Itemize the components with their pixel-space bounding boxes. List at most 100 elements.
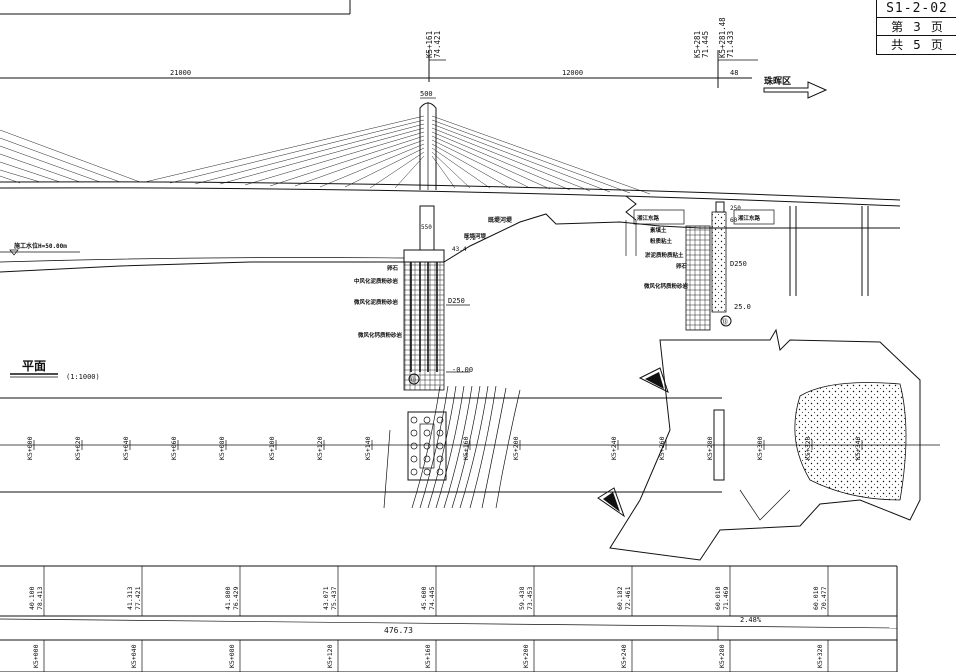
soil-layer-label: 中风化泥质粉砂岩 xyxy=(354,277,399,285)
ramp-symbol-bottom xyxy=(597,487,625,518)
plan-station-label: K5+240 xyxy=(610,436,618,460)
stay-cables-right xyxy=(431,115,651,195)
plan-station-label: K5+080 xyxy=(218,436,226,460)
pile-tip-elev-side: 25.0 xyxy=(734,303,751,311)
profile-station: K5+080 xyxy=(228,644,236,668)
plan-station-label: K5+140 xyxy=(364,436,372,460)
interchange-outline xyxy=(609,328,921,561)
title-block-page: 第 3 页 xyxy=(877,18,956,36)
title-block-total: 共 5 页 xyxy=(891,37,943,53)
plan-station-label: K5+040 xyxy=(122,436,130,460)
design-elevation: 73.453 xyxy=(526,586,534,610)
pier-width-label: 550 xyxy=(421,224,432,231)
profile-station: K5+200 xyxy=(522,644,530,668)
plan-station-label: K5+020 xyxy=(74,436,82,460)
side-pile xyxy=(711,211,727,313)
tower-width-label: 500 xyxy=(420,90,433,98)
profile-grade: 2.48% xyxy=(740,616,762,624)
pile-cap xyxy=(403,249,445,263)
soil-layer-label: 微风化钙质粉砂岩 xyxy=(357,331,403,339)
pile-dia-main: D250 xyxy=(448,297,465,305)
pier-plan xyxy=(419,423,435,469)
design-elevation: 71.469 xyxy=(722,586,730,610)
plan-view: 平面 (1:1000) xyxy=(0,328,940,561)
plan-station-labels: K5+000 K5+020 K5+040 K5+060 K5+080 K5+100 K5+1… xyxy=(26,436,863,460)
ground-elevation: 40.100 xyxy=(28,586,36,610)
profile-station: K5+320 xyxy=(816,644,824,668)
road-box xyxy=(633,209,685,225)
dim-250: 250 xyxy=(730,205,741,212)
water-level-label: 施工水位H=50.00m xyxy=(14,242,67,250)
title-block-drawing-no: S1-2-02 xyxy=(877,0,956,18)
profile-station: K5+160 xyxy=(424,644,432,668)
pile-plan-circles xyxy=(410,416,444,476)
expansion-joint-marker xyxy=(625,195,637,221)
plan-scale: (1:1000) xyxy=(66,373,100,381)
station-label-tower: K5+161 xyxy=(425,31,434,58)
plan-station-label: K5+300 xyxy=(756,436,764,460)
pier-number-circle-side xyxy=(720,315,732,327)
soil-side-label: 淤泥质粉质粘土 xyxy=(645,251,684,259)
pile-soil-column xyxy=(403,261,445,391)
plan-station-label: K5+320 xyxy=(804,436,812,460)
road-label-1: 湘江东路 xyxy=(637,214,660,222)
design-elevation: 72.461 xyxy=(624,586,632,610)
pier-number-main: ⑫ xyxy=(409,376,416,384)
ground-elevation: 59.438 xyxy=(518,586,526,610)
plan-station-label: K5+060 xyxy=(170,436,178,460)
design-elevation: 70.477 xyxy=(820,586,828,610)
design-elevation: 77.421 xyxy=(134,586,142,610)
ground-elevation: 43.071 xyxy=(322,586,330,610)
stay-cables-far-left xyxy=(0,129,141,184)
grade-line xyxy=(0,618,898,629)
elev-label-tower: 74.421 xyxy=(433,31,442,58)
plan-station-label: K5+340 xyxy=(854,436,862,460)
span-dim-left: 21000 xyxy=(170,69,191,77)
pile-tip-elev-main: -0.00 xyxy=(452,366,473,374)
direction-label: 珠晖区 xyxy=(764,75,791,87)
plan-station-label: K5+000 xyxy=(26,436,34,460)
profile-length: 476.73 xyxy=(384,626,413,635)
span-dim-right: 12000 xyxy=(562,69,583,77)
bridge-deck-top xyxy=(0,181,901,201)
soil-side-label: 素填土 xyxy=(650,226,667,234)
borehole-column xyxy=(685,225,711,331)
station-label-abutment: K5+281.48 xyxy=(718,17,727,58)
elev-label-abutment: 71.433 xyxy=(726,31,735,58)
profile-station: K5+000 xyxy=(32,644,40,668)
ground-elevation: 45.600 xyxy=(420,586,428,610)
soil-layer-label: 卵石 xyxy=(387,264,399,272)
span-dim-short: 48 xyxy=(730,69,738,77)
profile-station: K5+240 xyxy=(620,644,628,668)
ground-elevation: 60.010 xyxy=(714,586,722,610)
plan-station-label: K5+200 xyxy=(512,436,520,460)
profile-station: K5+040 xyxy=(130,644,138,668)
soil-side-label: 卵石 xyxy=(676,262,688,270)
direction-arrow xyxy=(763,81,828,99)
bank-lines xyxy=(383,385,521,509)
ground-profile xyxy=(0,213,900,273)
profile-station: K5+120 xyxy=(326,644,334,668)
profile-station: K5+280 xyxy=(718,644,726,668)
road-label-2: 湘江东路 xyxy=(738,214,761,222)
water-level-marker xyxy=(9,249,19,256)
ramp-symbol-top xyxy=(638,367,669,393)
station-label-end: K5+281 xyxy=(693,31,702,58)
dim-60: 60 xyxy=(730,217,738,224)
design-elevation: 74.445 xyxy=(428,586,436,610)
title-block: S1-2-02 第 3 页 共 5 页 xyxy=(876,0,956,55)
soil-side-label: 粉质粘土 xyxy=(650,237,673,245)
design-elevation: 78.413 xyxy=(36,586,44,610)
road-box xyxy=(733,209,775,225)
plan-station-label: K5+120 xyxy=(316,436,324,460)
soil-side-label: 微风化钙质粉砂岩 xyxy=(643,282,689,290)
elev-label-end: 71.445 xyxy=(701,31,710,58)
soil-layer-label: 微风化泥质粉砂岩 xyxy=(353,298,399,306)
plan-station-label: K5+160 xyxy=(462,436,470,460)
landscaped-area xyxy=(794,382,907,501)
plan-station-label: K5+100 xyxy=(268,436,276,460)
pier-number-side: ⑬ xyxy=(721,318,728,326)
